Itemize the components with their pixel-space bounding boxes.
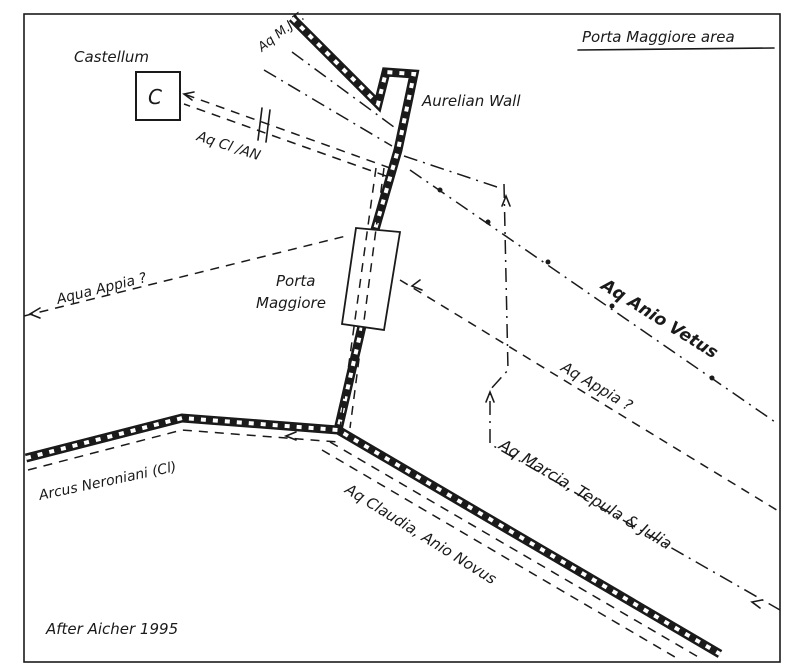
aq-mjt-line-1 [263,69,393,147]
appia-right-line [399,279,781,513]
claudia-dashed-line-1 [329,441,701,659]
porta-label-line1: Porta [276,272,315,290]
credit-label: After Aicher 1995 [45,620,178,638]
porta-maggiore-gate [340,227,402,332]
aq-cl-an-line-1 [183,93,391,169]
aq-cl-an-break-2 [265,109,271,143]
anio-vetus-line-2 [403,155,501,189]
aq-claudia-label: Aq Claudia, Anio Novus [341,480,500,589]
claudia-dashed-line-2 [321,449,681,661]
anio-vetus-dot-5 [709,375,715,381]
anio-vetus-dot-4 [609,303,615,309]
anio-vetus-dot-1 [437,187,443,193]
map-frame [23,13,781,663]
castellum-box [135,71,181,121]
castellum-label: Castellum [74,48,149,66]
aq-appia-right-label: Aq Appia ? [557,357,636,414]
arcus-dashed-line [27,429,339,471]
anio-vetus-dot-2 [485,219,491,225]
aurelian-wall-upper-pattern [290,16,417,241]
aq-mjt-label: Aq M.J.T. [254,9,307,55]
wall-channel-1 [349,167,385,429]
appia-left-line [23,235,347,317]
aq-mjt-line-2 [291,51,399,131]
appia-right-arrow [410,279,423,291]
marcia-arrow-up [501,193,511,207]
aq-cl-an-arrow [182,91,195,101]
map-title: Porta Maggiore area [582,28,735,46]
arcus-neroniani-label: Arcus Neroniani (Cl) [37,459,178,504]
arcus-neroniani-wall [24,413,723,658]
aq-cl-an-line-2 [183,103,387,177]
marcia-route [489,183,781,611]
aq-cl-an-break-1 [257,107,263,141]
porta-label-line2: Maggiore [256,294,326,312]
anio-vetus-line [409,169,779,425]
marcia-arrow-left [750,599,763,609]
marcia-arrow-up-2 [485,389,495,403]
aq-cl-an-label: Aq Cl /AN [194,128,263,164]
aurelian-wall-label: Aurelian Wall [421,92,521,110]
arcus-arrow [283,431,297,441]
aq-anio-vetus-label: Aq Anio Vetus [596,274,722,363]
appia-left-arrow [28,307,41,319]
aurelian-wall-upper [288,14,420,242]
anio-vetus-dot-3 [545,259,551,265]
title-underline [577,47,775,51]
castellum-letter: C [148,85,162,109]
wall-channel-2 [339,167,377,429]
